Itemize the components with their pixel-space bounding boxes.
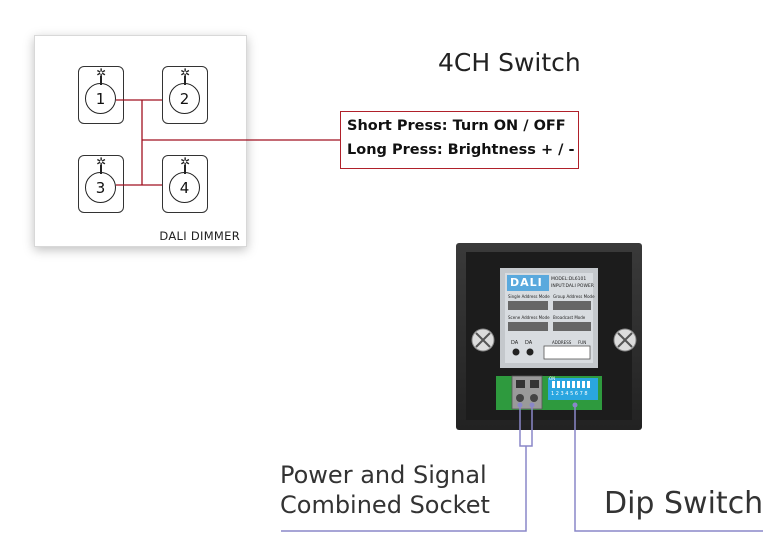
button-3: ✲ 3	[78, 155, 124, 213]
dali-logo-box	[507, 275, 549, 291]
sun-icon: ✲	[179, 66, 191, 80]
diagram-title: 4CH Switch	[438, 48, 581, 77]
button-number: 3	[85, 172, 116, 203]
da-terminal-1	[512, 348, 520, 356]
panel-label: DALI DIMMER	[159, 229, 240, 243]
sun-icon: ✲	[95, 155, 107, 169]
da-label-1: DA	[511, 340, 519, 346]
sun-icon: ✲	[95, 66, 107, 80]
button-4: ✲ 4	[162, 155, 208, 213]
address-boxes	[543, 345, 591, 360]
socket-pointer-line	[281, 446, 527, 532]
address-label: ADDRESS	[552, 340, 572, 345]
broadcast-label: Broadcast Mode	[553, 315, 586, 320]
button-1: ✲ 1	[78, 66, 124, 124]
dali-logo: DALI	[510, 276, 543, 289]
dip-numbers: 1 2 3 4 5 6 7 8	[551, 391, 588, 397]
scene-address-label: Scene Address Mode	[508, 315, 550, 320]
da-terminal-2	[526, 348, 534, 356]
dip-switch-block	[548, 378, 598, 400]
device-model: MODEL:DL6101	[551, 277, 587, 282]
dip-pointer-line	[574, 405, 763, 532]
button-number: 1	[85, 83, 116, 114]
callout-box: Short Press: Turn ON / OFF Long Press: B…	[340, 111, 579, 169]
group-address-label: Group Address Mode	[553, 294, 595, 299]
power-tick-icon	[100, 165, 102, 174]
dali-dimmer-panel: ✲ 1 ✲ 2 ✲ 3 ✲ 4 DALI DIMMER	[34, 35, 247, 247]
dip-switch-levers	[552, 381, 590, 388]
device-input: INPUT:DALI POWER	[551, 284, 594, 289]
sun-icon: ✲	[179, 155, 191, 169]
screw-left	[471, 328, 495, 352]
socket-label-line1: Power and Signal	[280, 461, 487, 489]
dip-switch-label: Dip Switch	[604, 486, 764, 521]
button-2: ✲ 2	[162, 66, 208, 124]
power-tick-icon	[184, 76, 186, 85]
socket-label-line2: Combined Socket	[280, 491, 490, 519]
dip-diagrams	[508, 301, 591, 331]
power-tick-icon	[100, 76, 102, 85]
callout-line-short-press: Short Press: Turn ON / OFF	[347, 118, 566, 134]
callout-line-long-press: Long Press: Brightness + / -	[347, 142, 575, 158]
power-tick-icon	[184, 165, 186, 174]
single-address-label: Single Address Mode	[508, 294, 550, 299]
screw-right	[613, 328, 637, 352]
da-label-2: DA	[525, 340, 533, 346]
dip-on-label: ON	[549, 376, 556, 381]
fun-label: FUN	[578, 340, 587, 345]
button-number: 4	[169, 172, 200, 203]
